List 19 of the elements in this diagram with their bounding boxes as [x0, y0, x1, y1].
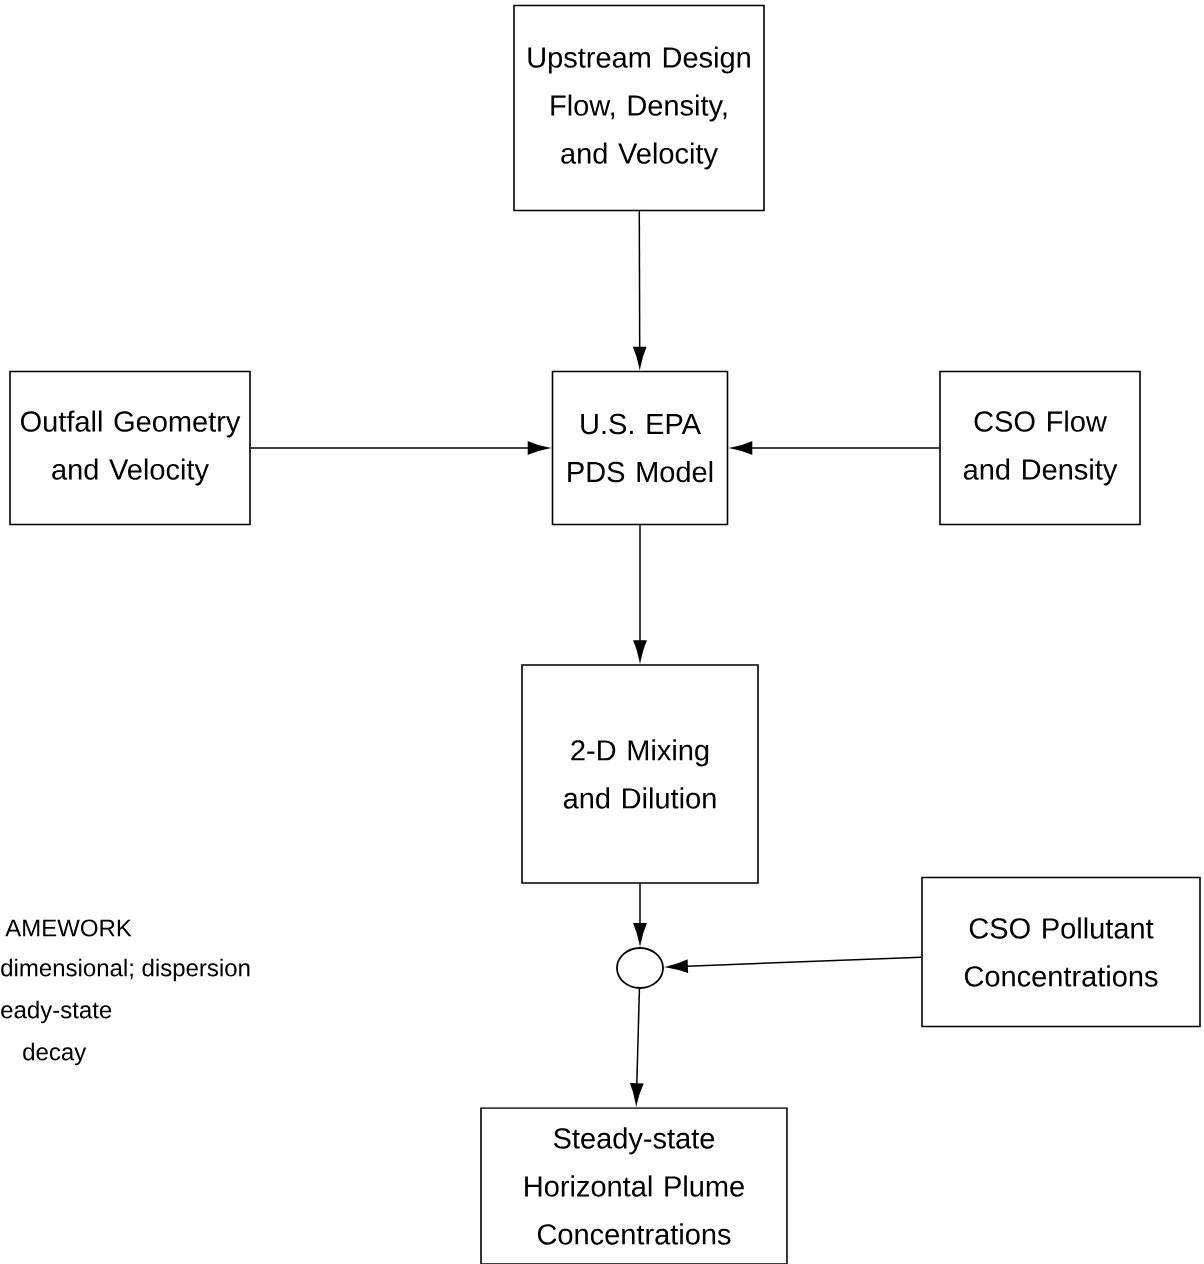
process-box: 2-D Mixing and Dilution — [521, 664, 759, 884]
process-box: U.S. EPA PDS Model — [551, 370, 729, 526]
junction-circle — [616, 947, 664, 989]
arrow — [633, 210, 647, 368]
process-box: CSO Flow and Density — [939, 370, 1141, 526]
arrow — [633, 524, 647, 662]
process-box: CSO Pollutant Concentrations — [921, 876, 1201, 1028]
arrow — [633, 883, 647, 944]
note-text: eady-state — [1, 1000, 112, 1024]
note-text: dimensional; dispersion — [1, 958, 250, 982]
arrow — [250, 441, 549, 455]
process-box: Steady-state Horizontal Plume Concentrations — [480, 1107, 788, 1264]
process-box: Upstream Design Flow, Density, and Velocity — [513, 4, 765, 212]
arrow — [630, 988, 644, 1105]
note-text: decay — [23, 1042, 87, 1066]
arrow — [667, 956, 922, 973]
note-text: AMEWORK — [5, 919, 132, 937]
process-box: Outfall Geometry and Velocity — [9, 370, 251, 526]
arrow — [731, 441, 940, 455]
